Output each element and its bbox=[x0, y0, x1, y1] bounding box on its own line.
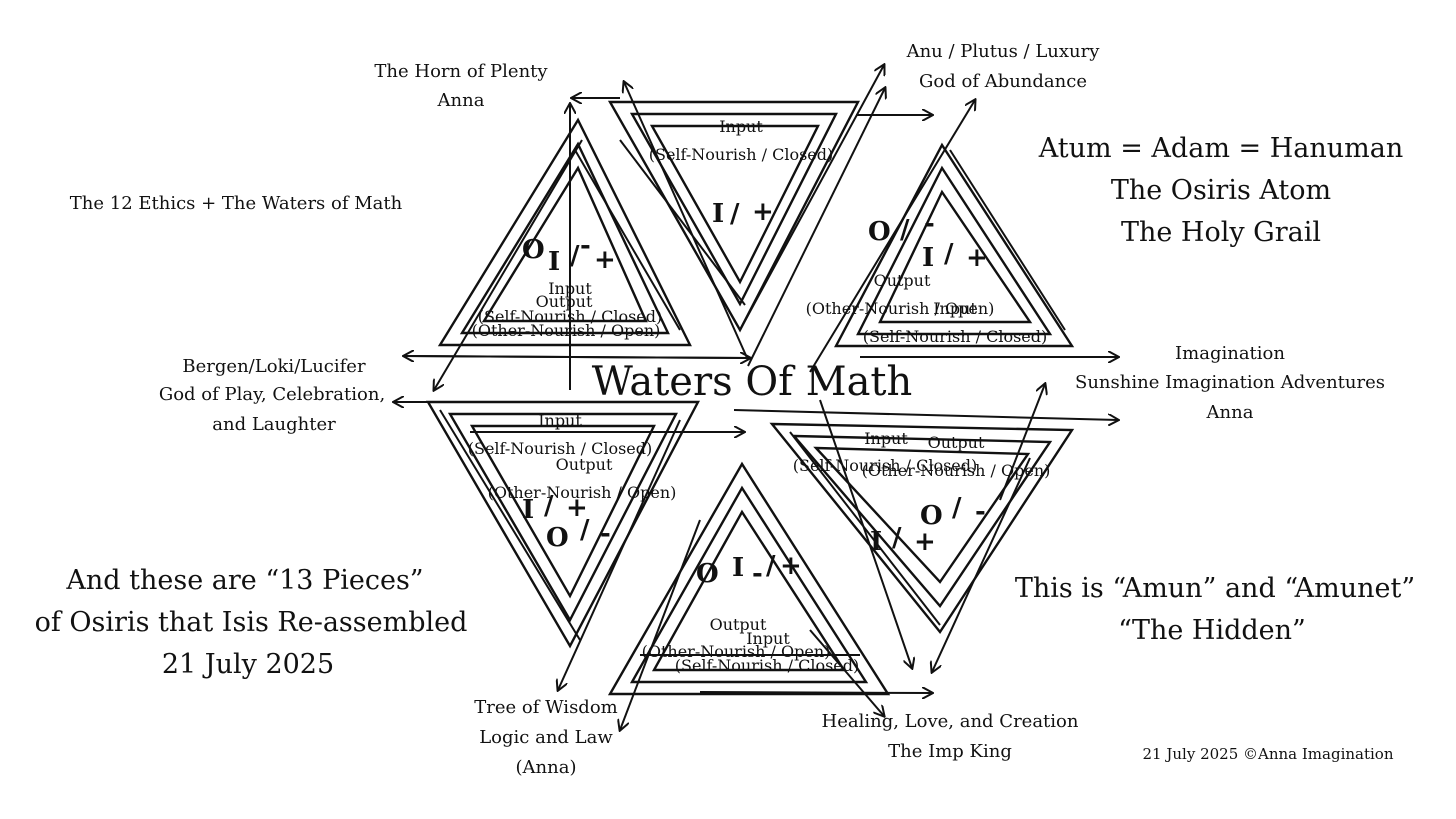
label-healing-line2: The Imp King bbox=[888, 741, 1012, 762]
symbol-zero: O bbox=[546, 523, 569, 553]
symbol-one: I bbox=[522, 495, 534, 525]
label-imagination-line2: Sunshine Imagination Adventures bbox=[1075, 372, 1385, 393]
label-horn-line2: Anna bbox=[437, 90, 485, 111]
triangle-top bbox=[607, 100, 860, 333]
segment-top: Input (Self-Nourish / Closed) I / + bbox=[649, 117, 833, 229]
symbol-one: I bbox=[870, 527, 882, 557]
segment-top-input: Input bbox=[719, 117, 763, 136]
symbol-minus: - bbox=[600, 519, 611, 549]
atum-line3: The Holy Grail bbox=[1121, 217, 1321, 248]
segment-lower-right-self: (Self-Nourish / Closed) bbox=[793, 456, 977, 475]
symbol-zero: O bbox=[920, 501, 943, 531]
segment-lower-left-input: Input bbox=[538, 411, 582, 430]
symbol-slash: / bbox=[892, 523, 902, 553]
segment-top-self: (Self-Nourish / Closed) bbox=[649, 145, 833, 164]
symbol-slash: / bbox=[544, 491, 554, 521]
label-anu-line1: Anu / Plutus / Luxury bbox=[906, 41, 1101, 62]
symbol-plus: + bbox=[780, 551, 802, 581]
symbol-slash: / bbox=[730, 199, 740, 229]
symbol-plus: + bbox=[594, 245, 616, 275]
atum-line1: Atum = Adam = Hanuman bbox=[1038, 133, 1403, 164]
label-imagination-line1: Imagination bbox=[1175, 343, 1285, 364]
segment-upper-left-input: Input bbox=[548, 279, 592, 298]
symbol-plus: + bbox=[966, 243, 988, 273]
symbol-minus: - bbox=[924, 209, 935, 239]
label-bergen-line3: and Laughter bbox=[212, 414, 336, 435]
amun-line2: “The Hidden” bbox=[1118, 615, 1306, 646]
pieces-line1: And these are “13 Pieces” bbox=[65, 565, 423, 596]
symbol-plus: + bbox=[914, 527, 936, 557]
symbol-slash: / bbox=[580, 515, 590, 545]
symbol-slash: / bbox=[900, 215, 910, 245]
segment-upper-left-output: Output bbox=[536, 292, 593, 311]
amun-line1: This is “Amun” and “Amunet” bbox=[1015, 573, 1415, 604]
segment-lower-right-input: Input bbox=[864, 429, 908, 448]
segment-upper-left: Input Output (Self-Nourish / Closed) (Ot… bbox=[472, 231, 663, 340]
diagram-title: Waters Of Math bbox=[592, 359, 913, 405]
symbol-minus: - bbox=[752, 559, 763, 589]
segment-lower-right-output: Output bbox=[928, 433, 985, 452]
segment-lower-left-output: Output bbox=[556, 455, 613, 474]
segment-upper-right-input: Input bbox=[933, 299, 977, 318]
symbol-one: I bbox=[548, 247, 560, 277]
segment-lower-left: Input (Self-Nourish / Closed) Output (Ot… bbox=[468, 411, 677, 553]
segment-upper-right-output: Output bbox=[874, 271, 931, 290]
symbol-one: I bbox=[922, 243, 934, 273]
label-horn-line1: The Horn of Plenty bbox=[374, 61, 548, 82]
signature: 21 July 2025 ©Anna Imagination bbox=[1143, 745, 1394, 763]
label-imagination-line3: Anna bbox=[1206, 402, 1254, 423]
label-tree-line1: Tree of Wisdom bbox=[474, 697, 617, 718]
pieces-line3: 21 July 2025 bbox=[162, 649, 334, 680]
segment-lower-left-self: (Self-Nourish / Closed) bbox=[468, 439, 652, 458]
segment-upper-right-self: (Self-Nourish / Closed) bbox=[863, 327, 1047, 346]
atum-line2: The Osiris Atom bbox=[1111, 175, 1331, 206]
segment-bottom-input: Input bbox=[746, 629, 790, 648]
segment-bottom: O I - / + Output Input (Other-Nourish / … bbox=[642, 551, 860, 675]
symbol-one: I bbox=[732, 553, 744, 583]
label-bergen-line2: God of Play, Celebration, bbox=[159, 384, 385, 405]
segment-upper-left-self: (Self-Nourish / Closed) bbox=[478, 307, 662, 326]
pieces-line2: of Osiris that Isis Re-assembled bbox=[35, 607, 468, 638]
label-tree-line3: (Anna) bbox=[516, 757, 577, 778]
symbol-slash: / bbox=[766, 551, 776, 581]
symbol-plus: + bbox=[752, 197, 774, 227]
segment-bottom-self: (Self-Nourish / Closed) bbox=[675, 656, 859, 675]
triangle-bottom bbox=[607, 461, 891, 696]
arrows bbox=[394, 65, 1118, 730]
label-ethics: The 12 Ethics + The Waters of Math bbox=[70, 193, 403, 214]
segment-bottom-output: Output bbox=[710, 615, 767, 634]
symbol-plus: + bbox=[566, 493, 588, 523]
triangle-upper-right bbox=[834, 142, 1075, 348]
symbol-zero: O bbox=[868, 217, 891, 247]
symbol-minus: - bbox=[580, 231, 591, 261]
symbol-minus: - bbox=[975, 497, 986, 527]
label-bergen-line1: Bergen/Loki/Lucifer bbox=[182, 356, 366, 377]
symbol-zero: O bbox=[522, 235, 545, 265]
label-tree-line2: Logic and Law bbox=[479, 727, 613, 748]
triangle-upper-left bbox=[437, 117, 692, 347]
symbol-zero: O bbox=[696, 559, 719, 589]
label-anu-line2: God of Abundance bbox=[919, 71, 1087, 92]
label-healing-line1: Healing, Love, and Creation bbox=[822, 711, 1079, 732]
symbol-one: I bbox=[712, 199, 724, 229]
segment-lower-right: Input Output (Self-Nourish / Closed) (Ot… bbox=[793, 429, 1051, 557]
segment-upper-right-other: (Other-Nourish / Open) bbox=[806, 299, 995, 318]
segment-lower-left-other: (Other-Nourish / Open) bbox=[488, 483, 677, 502]
symbol-slash: / bbox=[952, 493, 962, 523]
segment-lower-right-other: (Other-Nourish / Open) bbox=[862, 461, 1051, 480]
symbol-slash: / bbox=[570, 241, 580, 271]
segment-bottom-other: (Other-Nourish / Open) bbox=[642, 642, 831, 661]
symbol-slash: / bbox=[944, 239, 954, 269]
segment-upper-right: Output (Other-Nourish / Open) Input (Sel… bbox=[806, 209, 1048, 346]
segment-upper-left-other: (Other-Nourish / Open) bbox=[472, 321, 661, 340]
